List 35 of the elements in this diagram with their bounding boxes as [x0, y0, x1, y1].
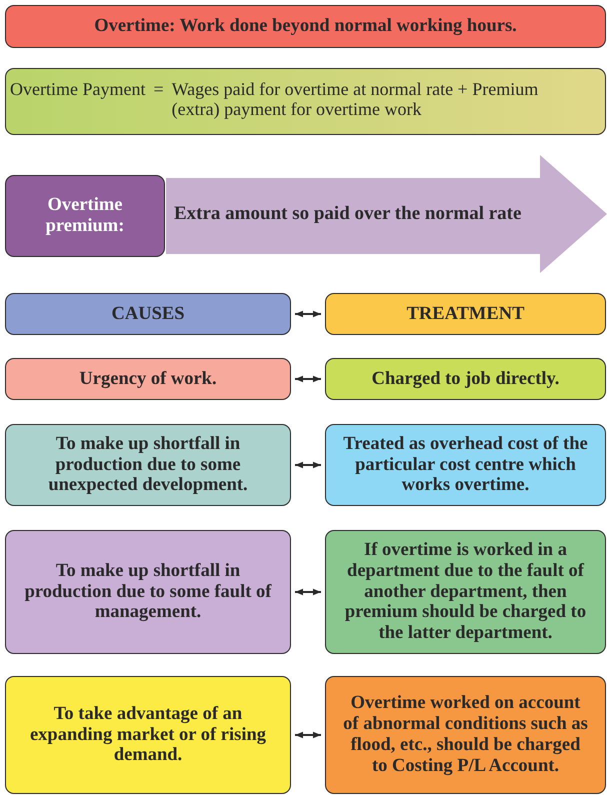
double-arrow — [295, 376, 321, 382]
double-arrow — [295, 732, 321, 738]
box-text: Overtime: Work done beyond normal working hours. — [94, 16, 517, 37]
box-text: Urgency of work. — [79, 368, 217, 390]
formula-text: Wages paid for overtime at normal rate + Premium (extra) payment for overtime work — [172, 79, 540, 120]
treatment-box — [325, 424, 606, 506]
term-box — [5, 175, 165, 257]
double-arrow — [295, 310, 321, 318]
heading-box — [325, 293, 606, 335]
arrow-shape — [166, 155, 607, 273]
box-text: TREATMENT — [406, 304, 524, 324]
box-text: To make up shortfall in production due to some unexpected development. — [47, 434, 249, 496]
cause-box — [5, 424, 291, 506]
box-text: If overtime is worked in a department due to the fault of another department, then premium should be charged to the latter department. — [344, 540, 588, 644]
cause-box — [5, 358, 291, 400]
formula-box — [5, 68, 606, 135]
double-arrow — [295, 462, 321, 468]
treatment-box — [325, 358, 606, 400]
treatment-box — [325, 530, 606, 654]
equals-sign: = — [153, 79, 164, 100]
cause-box — [5, 530, 291, 654]
box-text: Charged to job directly. — [372, 368, 560, 390]
cause-box — [5, 676, 291, 794]
arrow-text: Extra amount so paid over the normal rate — [174, 203, 522, 225]
box-text: To make up shortfall in production due to some fault of management. — [24, 560, 273, 624]
double-arrow — [295, 588, 321, 596]
term-label: Overtime Payment — [10, 79, 146, 100]
box-text: CAUSES — [112, 304, 184, 324]
definition-box — [5, 5, 606, 48]
box-text: Overtime premium: — [44, 195, 126, 237]
box-text: Treated as overhead cost of the particular cost centre which works overtime. — [342, 434, 589, 496]
treatment-box — [325, 676, 606, 794]
heading-box — [5, 293, 291, 335]
box-text: Overtime worked on account of abnormal conditions such as flood, etc., should be charged to Costing P/L Account. — [342, 693, 589, 777]
box-text: To take advantage of an expanding market or of rising demand. — [28, 704, 268, 766]
